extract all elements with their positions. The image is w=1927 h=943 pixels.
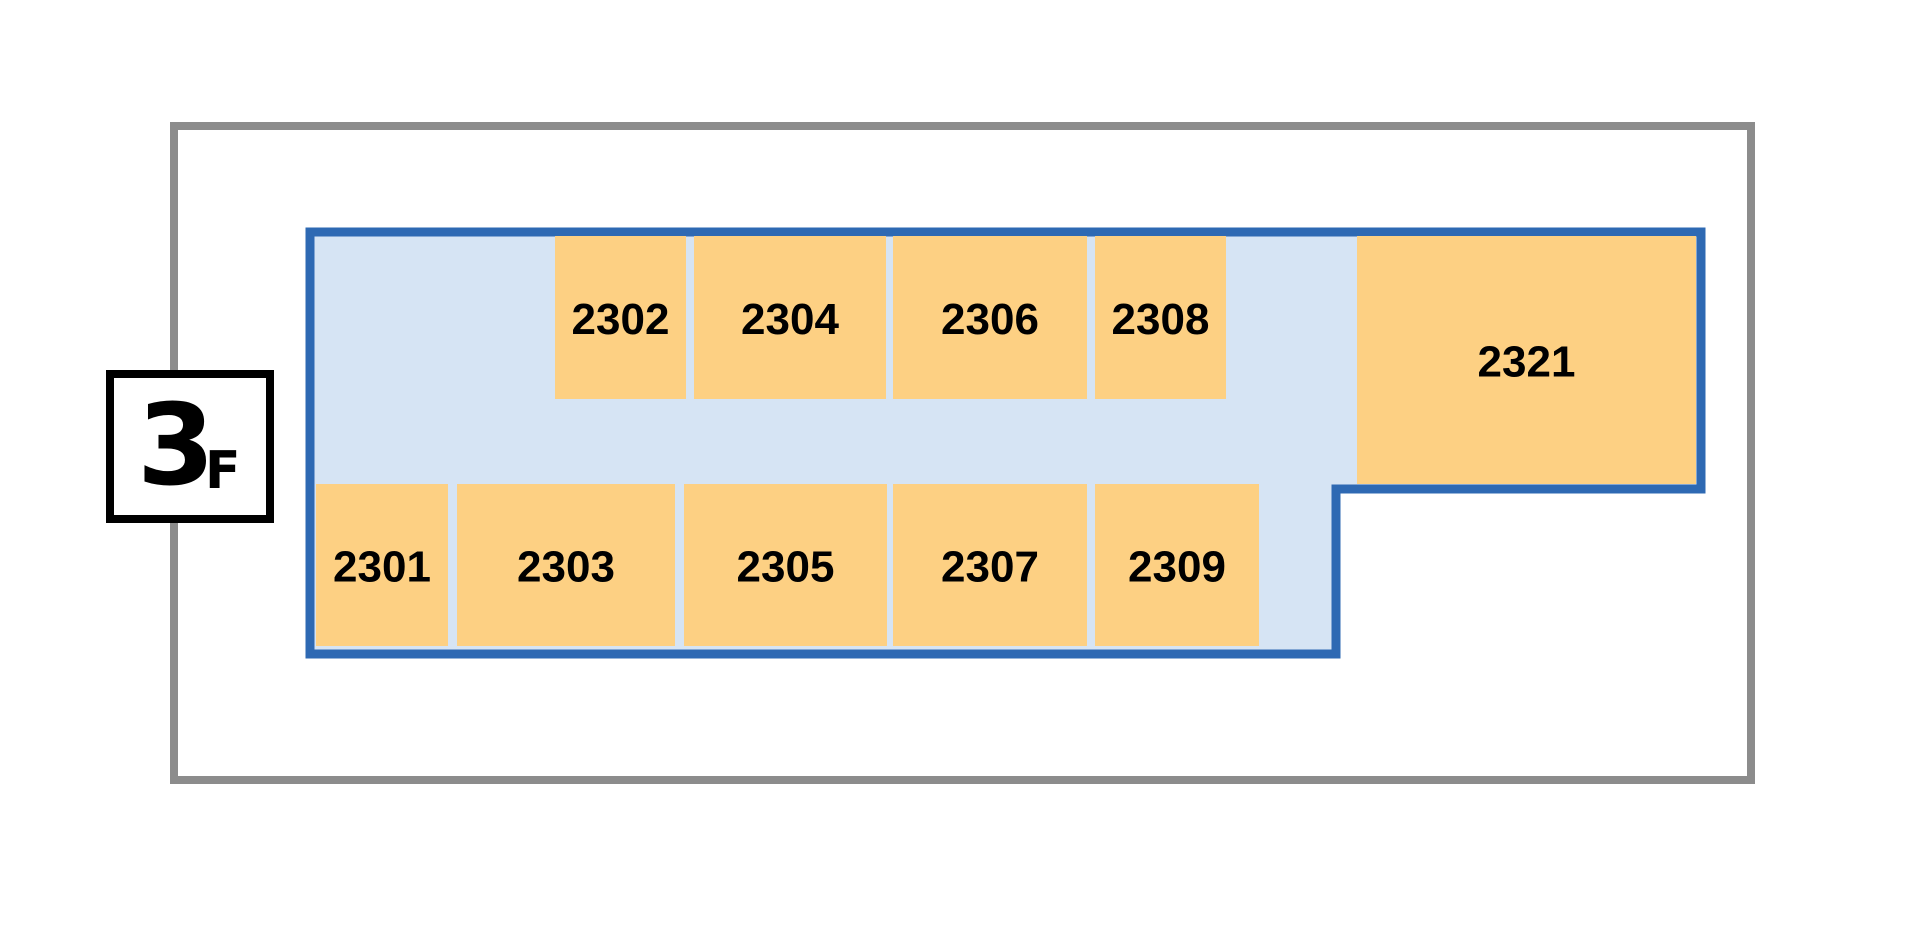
room-2308[interactable]: 2308 (1095, 236, 1226, 399)
room-2301-label: 2301 (333, 543, 431, 592)
room-2301[interactable]: 2301 (316, 484, 448, 646)
room-2306-label: 2306 (941, 295, 1039, 344)
room-2306[interactable]: 2306 (893, 236, 1087, 399)
room-2302[interactable]: 2302 (555, 236, 686, 399)
room-2301-area[interactable] (316, 484, 448, 646)
room-2303[interactable]: 2303 (457, 484, 675, 646)
rooms-layer: 2302 2304 2306 2308 2321 2301 2303 2305 2307 2309 (316, 236, 1696, 646)
room-2309-area[interactable] (1095, 484, 1259, 646)
room-2303-area[interactable] (457, 484, 675, 646)
room-2307-area[interactable] (893, 484, 1087, 646)
floor-badge-box (106, 370, 274, 523)
room-2308-label: 2308 (1112, 295, 1210, 344)
floor-number: 3 (137, 381, 215, 511)
floor-badge: 3 F (106, 370, 274, 523)
room-2305[interactable]: 2305 (684, 484, 887, 646)
room-2306-area[interactable] (893, 236, 1087, 399)
room-2302-area[interactable] (555, 236, 686, 399)
room-2307[interactable]: 2307 (893, 484, 1087, 646)
room-2321-area[interactable] (1357, 236, 1696, 484)
room-2309[interactable]: 2309 (1095, 484, 1259, 646)
room-2305-label: 2305 (737, 543, 835, 592)
room-2321[interactable]: 2321 (1357, 236, 1696, 484)
room-2321-label: 2321 (1478, 338, 1576, 387)
room-2307-label: 2307 (941, 543, 1039, 592)
room-2305-area[interactable] (684, 484, 887, 646)
room-2304-area[interactable] (694, 236, 886, 399)
room-2309-label: 2309 (1128, 543, 1226, 592)
room-2304-label: 2304 (741, 295, 839, 344)
room-2303-label: 2303 (517, 543, 615, 592)
room-2302-label: 2302 (572, 295, 670, 344)
room-2304[interactable]: 2304 (694, 236, 886, 399)
room-2308-area[interactable] (1095, 236, 1226, 399)
floor-suffix: F (205, 441, 241, 501)
